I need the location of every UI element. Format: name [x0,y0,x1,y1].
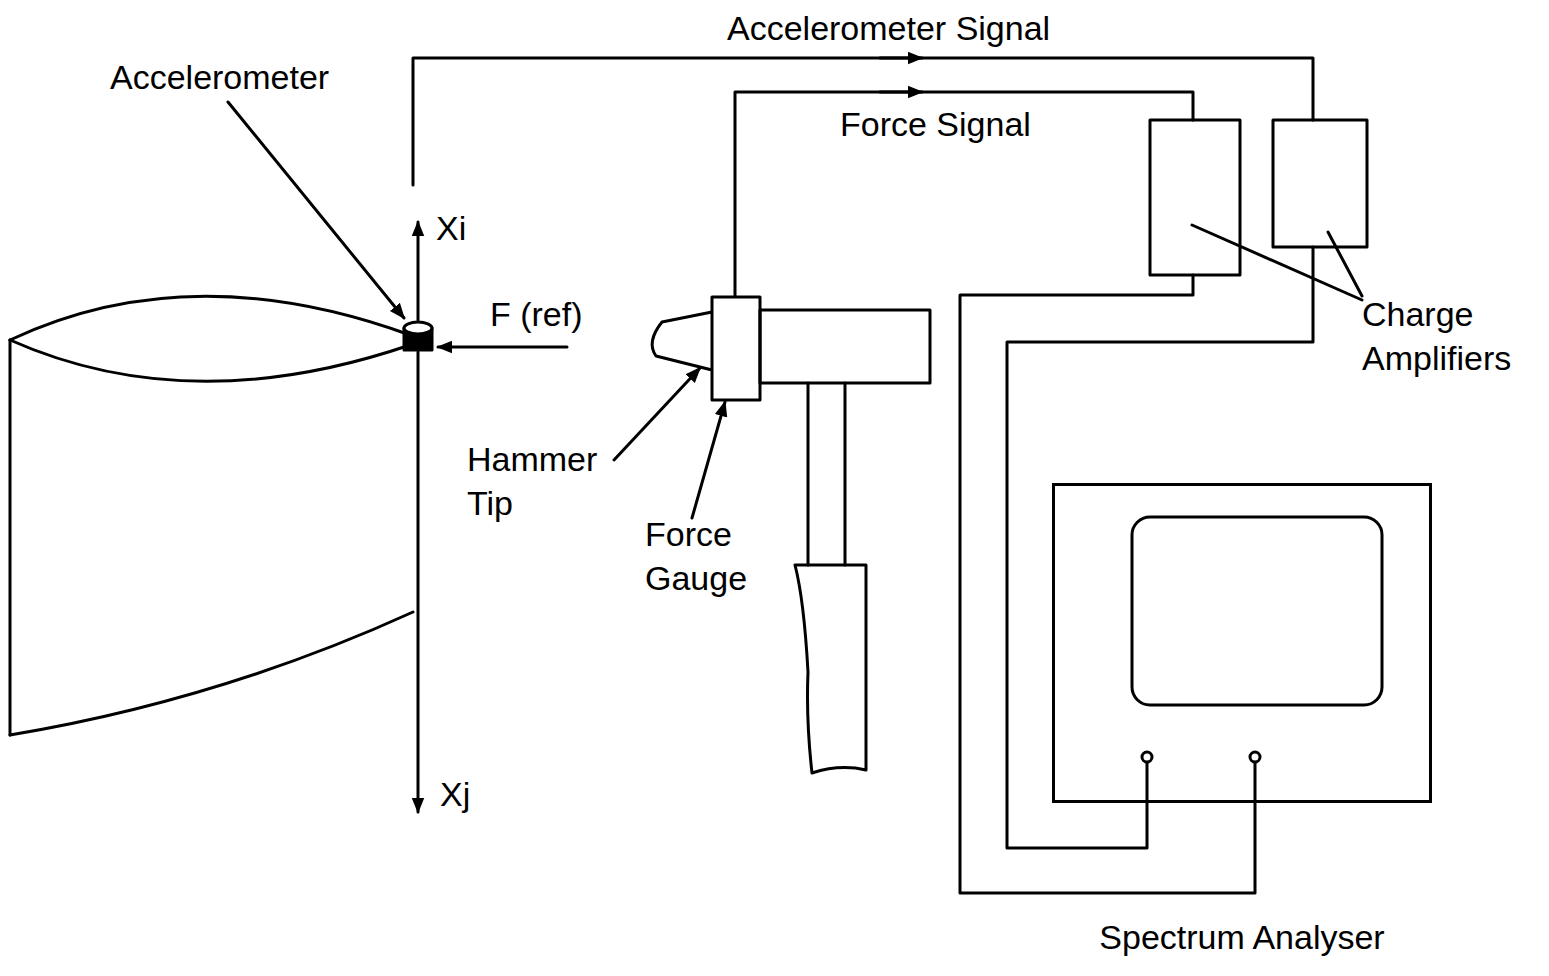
analyser-cables [960,247,1382,893]
force-arrow [438,346,567,349]
blade-outline [10,296,413,735]
charge-amplifier [1150,120,1367,275]
signal-label: Accelerometer Signal [727,6,1050,50]
node-title: Spectrum Analyser [1052,915,1432,959]
part-label: Accelerometer [110,55,329,99]
accelerometer-symbol [404,322,432,350]
leader-lines [228,102,1362,518]
part-label: Charge Amplifiers [1362,292,1542,380]
analyser-box: Spectrum Analyser [1052,483,1432,963]
signal-label: Force Signal [840,102,1031,146]
force-label: F (ref) [490,292,583,336]
part-label: Force Gauge [645,512,765,600]
axis-label: Xj [440,772,470,816]
force-wire [735,92,1193,297]
axis-label: Xi [436,206,466,250]
analyser-housing [1052,483,1432,803]
axis-arrows [417,222,420,812]
part-label: Hammer Tip [467,437,607,525]
